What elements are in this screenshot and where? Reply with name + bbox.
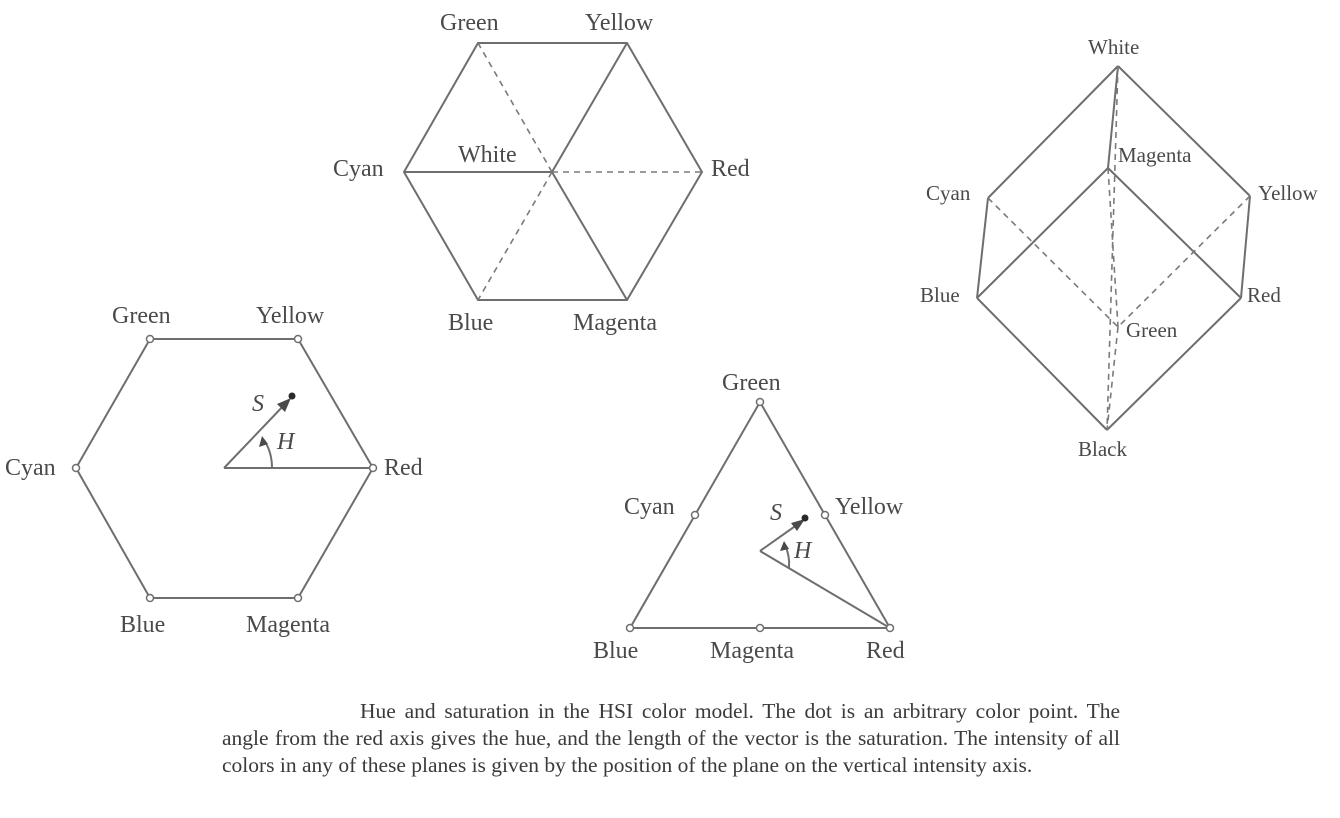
bottom-hexagon-vertex-green (145, 334, 155, 344)
triangle-vertex-blue (625, 623, 635, 633)
triangle-label-blue: Blue (593, 638, 638, 664)
rgb-cube: White Magenta Cyan Yellow Blue Red Green… (920, 35, 1319, 461)
triangle-color-point (801, 514, 809, 522)
cube-edge-magenta-blue (976, 167, 1109, 299)
cube-label-blue: Blue (920, 283, 960, 307)
top-hexagon-label-green: Green (440, 10, 499, 36)
figure-caption: Hue and saturation in the HSI color mode… (222, 699, 1120, 777)
cube-edge-magenta-red (1107, 167, 1242, 299)
cube-dash-yellow-green (1117, 195, 1251, 328)
bottom-hexagon-label-cyan: Cyan (5, 455, 56, 481)
bottom-hexagon-label-h: H (276, 429, 296, 455)
cube-label-white: White (1088, 35, 1139, 59)
cube-label-red: Red (1247, 283, 1281, 307)
cube-label-green: Green (1126, 318, 1178, 342)
top-hexagon-line-yellow (551, 42, 628, 173)
hsi-figure: Green Yellow Cyan White Red Blue Magenta… (5, 10, 1319, 664)
triangle: Green Cyan Yellow Blue Magenta Red S H (593, 370, 905, 664)
bottom-hexagon-s-vector (223, 401, 288, 469)
triangle-vertex-cyan (690, 510, 700, 520)
top-hexagon-label-magenta: Magenta (573, 310, 657, 336)
cube-edge-white-yellow (1117, 65, 1251, 197)
bottom-hexagon-label-blue: Blue (120, 612, 165, 638)
triangle-vertex-red (885, 623, 895, 633)
bottom-hexagon-label-yellow: Yellow (256, 303, 325, 329)
cube-label-black: Black (1078, 437, 1127, 461)
cube-label-cyan: Cyan (926, 181, 971, 205)
triangle-label-red: Red (866, 638, 905, 664)
triangle-label-s: S (770, 500, 782, 526)
triangle-label-magenta: Magenta (710, 638, 794, 664)
bottom-hexagon: Green Yellow Cyan Red Blue Magenta S H (5, 303, 423, 638)
bottom-hexagon-vertex-yellow (293, 334, 303, 344)
triangle-hue-arrowhead (780, 541, 789, 551)
top-hexagon-label-white: White (458, 142, 517, 168)
top-hexagon-label-blue: Blue (448, 310, 493, 336)
bottom-hexagon-s-arrowhead (277, 398, 291, 412)
cube-edge-white-cyan (987, 65, 1119, 199)
cube-edge-yellow-red (1240, 195, 1251, 299)
top-hexagon-line-magenta (551, 171, 628, 301)
top-hexagon-label-yellow: Yellow (585, 10, 654, 36)
triangle-label-h: H (793, 538, 813, 564)
bottom-hexagon-vertex-magenta (293, 593, 303, 603)
bottom-hexagon-vertex-cyan (71, 463, 81, 473)
cube-edge-white-magenta (1107, 65, 1119, 169)
triangle-label-yellow: Yellow (835, 494, 904, 520)
bottom-hexagon-label-magenta: Magenta (246, 612, 330, 638)
cube-label-yellow: Yellow (1258, 181, 1319, 205)
bottom-hexagon-label-red: Red (384, 455, 423, 481)
bottom-hexagon-color-point (288, 392, 296, 400)
triangle-vertex-magenta (755, 623, 765, 633)
triangle-vertex-green (755, 397, 765, 407)
triangle-red-axis (759, 550, 891, 629)
bottom-hexagon-vertex-red (368, 463, 378, 473)
cube-dash-intensity-axis (1106, 65, 1119, 431)
triangle-vertex-yellow (820, 510, 830, 520)
bottom-hexagon-label-s: S (252, 391, 264, 417)
cube-edge-cyan-blue (976, 197, 989, 299)
triangle-s-arrowhead (791, 519, 805, 531)
cube-label-magenta: Magenta (1118, 143, 1192, 167)
bottom-hexagon-vertex-blue (145, 593, 155, 603)
top-hexagon: Green Yellow Cyan White Red Blue Magenta (333, 10, 750, 336)
cube-edge-blue-black (976, 297, 1108, 431)
triangle-label-cyan: Cyan (624, 494, 675, 520)
bottom-hexagon-label-green: Green (112, 303, 171, 329)
top-hexagon-label-cyan: Cyan (333, 156, 384, 182)
triangle-label-green: Green (722, 370, 781, 396)
top-hexagon-dash-green (477, 42, 553, 173)
bottom-hexagon-hue-arrowhead (259, 436, 268, 447)
cube-edge-red-black (1106, 297, 1242, 431)
cube-dash-cyan-green (987, 197, 1119, 328)
top-hexagon-dash-blue (477, 171, 553, 301)
top-hexagon-label-red: Red (711, 156, 750, 182)
